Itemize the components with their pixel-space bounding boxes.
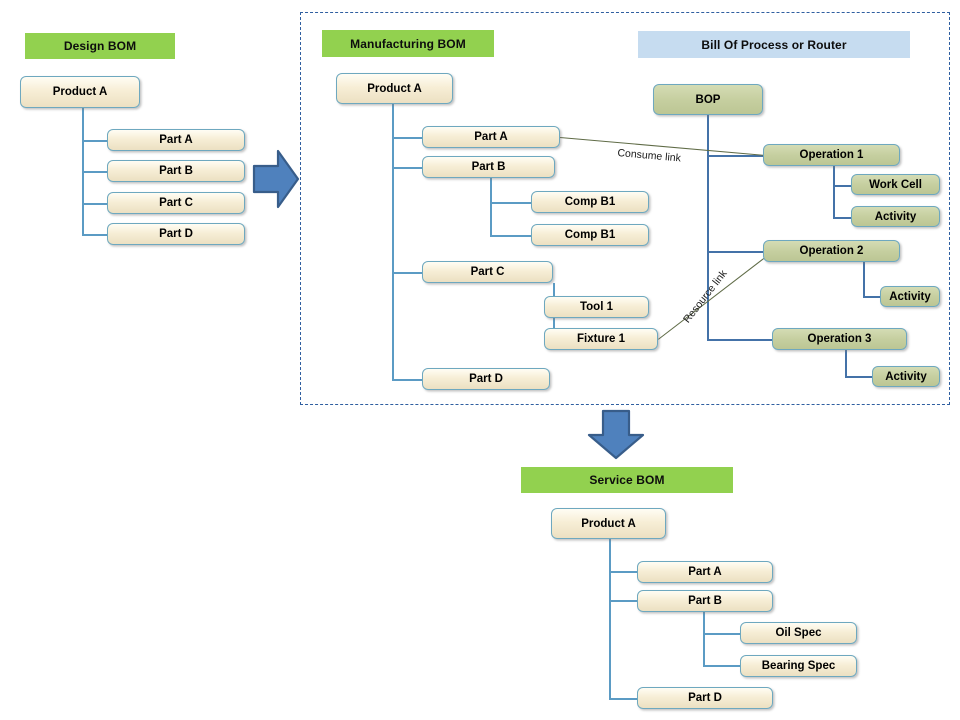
manufacturing-bom-node-part-d[interactable]: Part D <box>422 368 550 390</box>
op2-branch-0 <box>863 296 881 298</box>
manufacturing-bom-spine <box>392 104 394 380</box>
bop-spine <box>707 115 709 339</box>
design-bom-node-part-b[interactable]: Part B <box>107 160 245 182</box>
manufacturing-bom-node-comp-b1-2[interactable]: Comp B1 <box>531 224 649 246</box>
manufacturing-bom-node-part-b[interactable]: Part B <box>422 156 555 178</box>
bop-branch-op1 <box>707 155 765 157</box>
manufacturing-bom-branch-part-a <box>392 137 423 139</box>
manufacturing-bom-branch-part-c <box>392 272 423 274</box>
bop-node-activity-2[interactable]: Activity <box>880 286 940 307</box>
right-arrow-icon <box>252 149 300 209</box>
manufacturing-bom-node-comp-b1-1[interactable]: Comp B1 <box>531 191 649 213</box>
bop-node-operation-1[interactable]: Operation 1 <box>763 144 900 166</box>
design-bom-node-part-c[interactable]: Part C <box>107 192 245 214</box>
bop-node-work-cell[interactable]: Work Cell <box>851 174 940 195</box>
op3-branch-0 <box>845 376 873 378</box>
service-bom-node-part-d[interactable]: Part D <box>637 687 773 709</box>
bop-node-activity-3[interactable]: Activity <box>872 366 940 387</box>
manufacturing-bom-node-product-a[interactable]: Product A <box>336 73 453 104</box>
op1-branch-1 <box>833 217 853 219</box>
bop-node-operation-2[interactable]: Operation 2 <box>763 240 900 262</box>
op3-subspine <box>845 350 847 377</box>
design-bom-branch-3 <box>82 234 108 236</box>
service-bom-spine <box>609 539 611 699</box>
bop-node-operation-3[interactable]: Operation 3 <box>772 328 907 350</box>
bop-branch-op3 <box>707 339 775 341</box>
service-bom-node-part-a[interactable]: Part A <box>637 561 773 583</box>
manufacturing-bom-branch-part-b <box>392 167 423 169</box>
part-b-branch-0 <box>490 202 532 204</box>
manufacturing-bom-node-tool-1[interactable]: Tool 1 <box>544 296 649 318</box>
manufacturing-bom-node-part-a[interactable]: Part A <box>422 126 560 148</box>
service-part-b-branch-0 <box>703 633 741 635</box>
manufacturing-bom-node-fixture-1[interactable]: Fixture 1 <box>544 328 658 350</box>
design-bom-header: Design BOM <box>25 33 175 59</box>
part-b-subspine <box>490 178 492 235</box>
down-arrow-icon <box>587 409 645 460</box>
service-part-b-subspine <box>703 611 705 666</box>
part-b-branch-1 <box>490 235 532 237</box>
service-bom-branch-part-b <box>609 600 641 602</box>
design-bom-branch-0 <box>82 140 108 142</box>
manufacturing-process-region <box>300 12 950 405</box>
op2-subspine <box>863 262 865 297</box>
bill-of-process-header: Bill Of Process or Router <box>638 31 910 58</box>
manufacturing-bom-node-part-c[interactable]: Part C <box>422 261 553 283</box>
bop-node-activity-1[interactable]: Activity <box>851 206 940 227</box>
design-bom-branch-1 <box>82 171 108 173</box>
manufacturing-bom-branch-part-d <box>392 379 423 381</box>
op1-branch-0 <box>833 185 853 187</box>
manufacturing-bom-header: Manufacturing BOM <box>322 30 494 57</box>
design-bom-node-part-d[interactable]: Part D <box>107 223 245 245</box>
service-bom-header: Service BOM <box>521 467 733 493</box>
service-bom-node-bearing-spec[interactable]: Bearing Spec <box>740 655 857 677</box>
service-part-b-branch-1 <box>703 665 741 667</box>
service-bom-branch-part-d <box>609 698 641 700</box>
service-bom-node-product-a[interactable]: Product A <box>551 508 666 539</box>
service-bom-node-oil-spec[interactable]: Oil Spec <box>740 622 857 644</box>
design-bom-node-part-a[interactable]: Part A <box>107 129 245 151</box>
bop-node-root[interactable]: BOP <box>653 84 763 115</box>
design-bom-branch-2 <box>82 203 108 205</box>
service-bom-node-part-b[interactable]: Part B <box>637 590 773 612</box>
bop-branch-op2 <box>707 251 765 253</box>
op1-subspine <box>833 166 835 217</box>
service-bom-branch-part-a <box>609 571 641 573</box>
design-bom-node-product-a[interactable]: Product A <box>20 76 140 108</box>
